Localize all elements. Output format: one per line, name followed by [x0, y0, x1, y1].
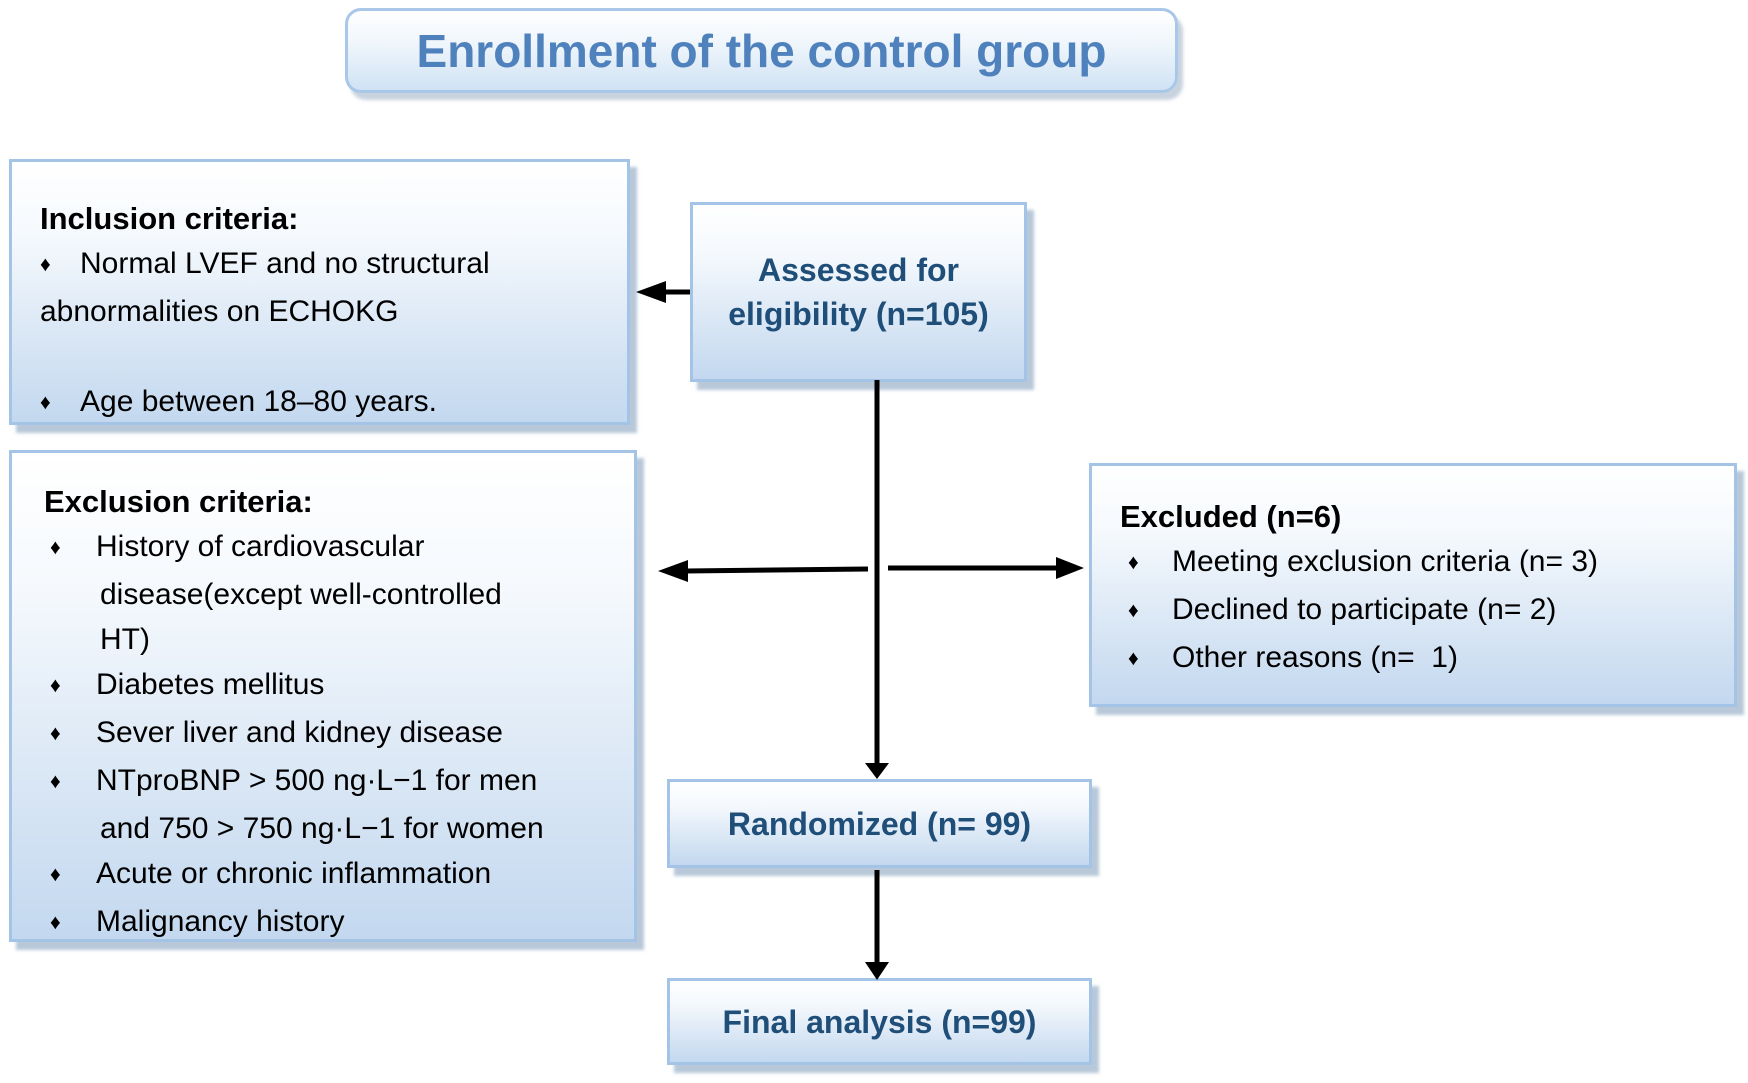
excluded-item-declined: ♦ Declined to participate (n= 2) — [1120, 587, 1720, 635]
inclusion-criteria-box: Inclusion criteria: ♦ Normal LVEF and no… — [9, 159, 630, 425]
exclusion-item-inflammation: ♦ Acute or chronic inflammation — [44, 851, 620, 899]
diamond-bullet-icon: ♦ — [1128, 599, 1139, 622]
exclusion-item-ntprobnp-wrap: and 750 > 750 ng·L−1 for women — [100, 812, 544, 845]
diamond-bullet-icon: ♦ — [50, 536, 61, 559]
assessed-line1: Assessed for — [758, 252, 959, 288]
randomized-label: Randomized (n= 99) — [727, 805, 1032, 842]
assessed-line2: eligibility (n=105) — [728, 296, 989, 332]
page-title: Enrollment of the control group — [416, 24, 1107, 77]
diamond-bullet-icon: ♦ — [50, 911, 61, 934]
diamond-bullet-icon: ♦ — [40, 253, 51, 276]
exclusion-item-malignancy: ♦ Malignancy history — [44, 899, 620, 947]
inclusion-item-lvef-wrap: abnormalities on ECHOKG — [40, 295, 399, 328]
final-analysis-label: Final analysis (n=99) — [722, 1003, 1037, 1040]
inclusion-item-age: ♦ Age between 18–80 years. — [40, 379, 613, 427]
arrow-branch-to-exclusion — [658, 560, 869, 582]
exclusion-criteria-heading: Exclusion criteria: — [44, 484, 313, 519]
randomized-box: Randomized (n= 99) — [667, 779, 1092, 868]
title-banner: Enrollment of the control group — [345, 8, 1178, 93]
excluded-box: Excluded (n=6) ♦ Meeting exclusion crite… — [1089, 463, 1737, 707]
blank-line — [40, 334, 613, 379]
exclusion-item-diabetes: ♦ Diabetes mellitus — [44, 662, 620, 710]
excluded-item-meeting-criteria: ♦ Meeting exclusion criteria (n= 3) — [1120, 539, 1720, 587]
diamond-bullet-icon: ♦ — [50, 674, 61, 697]
exclusion-item-cv-history-wrap: disease(except well-controlled — [100, 578, 502, 611]
arrow-randomized-to-final — [865, 870, 889, 980]
diamond-bullet-icon: ♦ — [1128, 647, 1139, 670]
diamond-bullet-icon: ♦ — [40, 391, 51, 414]
arrow-assessed-to-inclusion — [636, 281, 690, 303]
assessed-eligibility-box: Assessed for eligibility (n=105) — [690, 202, 1027, 382]
excluded-heading: Excluded (n=6) — [1120, 499, 1342, 534]
diamond-bullet-icon: ♦ — [50, 863, 61, 886]
inclusion-item-lvef: ♦ Normal LVEF and no structural — [40, 241, 613, 289]
arrow-branch-to-excluded — [888, 557, 1084, 579]
exclusion-criteria-box: Exclusion criteria: ♦ History of cardiov… — [9, 450, 637, 942]
excluded-item-other: ♦ Other reasons (n= 1) — [1120, 635, 1720, 683]
diamond-bullet-icon: ♦ — [50, 770, 61, 793]
exclusion-item-ntprobnp: ♦ NTproBNP > 500 ng·L−1 for men — [44, 758, 620, 806]
diamond-bullet-icon: ♦ — [50, 722, 61, 745]
exclusion-item-liver-kidney: ♦ Sever liver and kidney disease — [44, 710, 620, 758]
inclusion-criteria-heading: Inclusion criteria: — [40, 201, 299, 236]
final-analysis-box: Final analysis (n=99) — [667, 978, 1092, 1065]
exclusion-item-cv-history: ♦ History of cardiovascular — [44, 524, 620, 572]
exclusion-item-cv-history-wrap2: HT) — [100, 623, 150, 656]
arrow-assessed-to-randomized — [865, 380, 889, 779]
diamond-bullet-icon: ♦ — [1128, 551, 1139, 574]
